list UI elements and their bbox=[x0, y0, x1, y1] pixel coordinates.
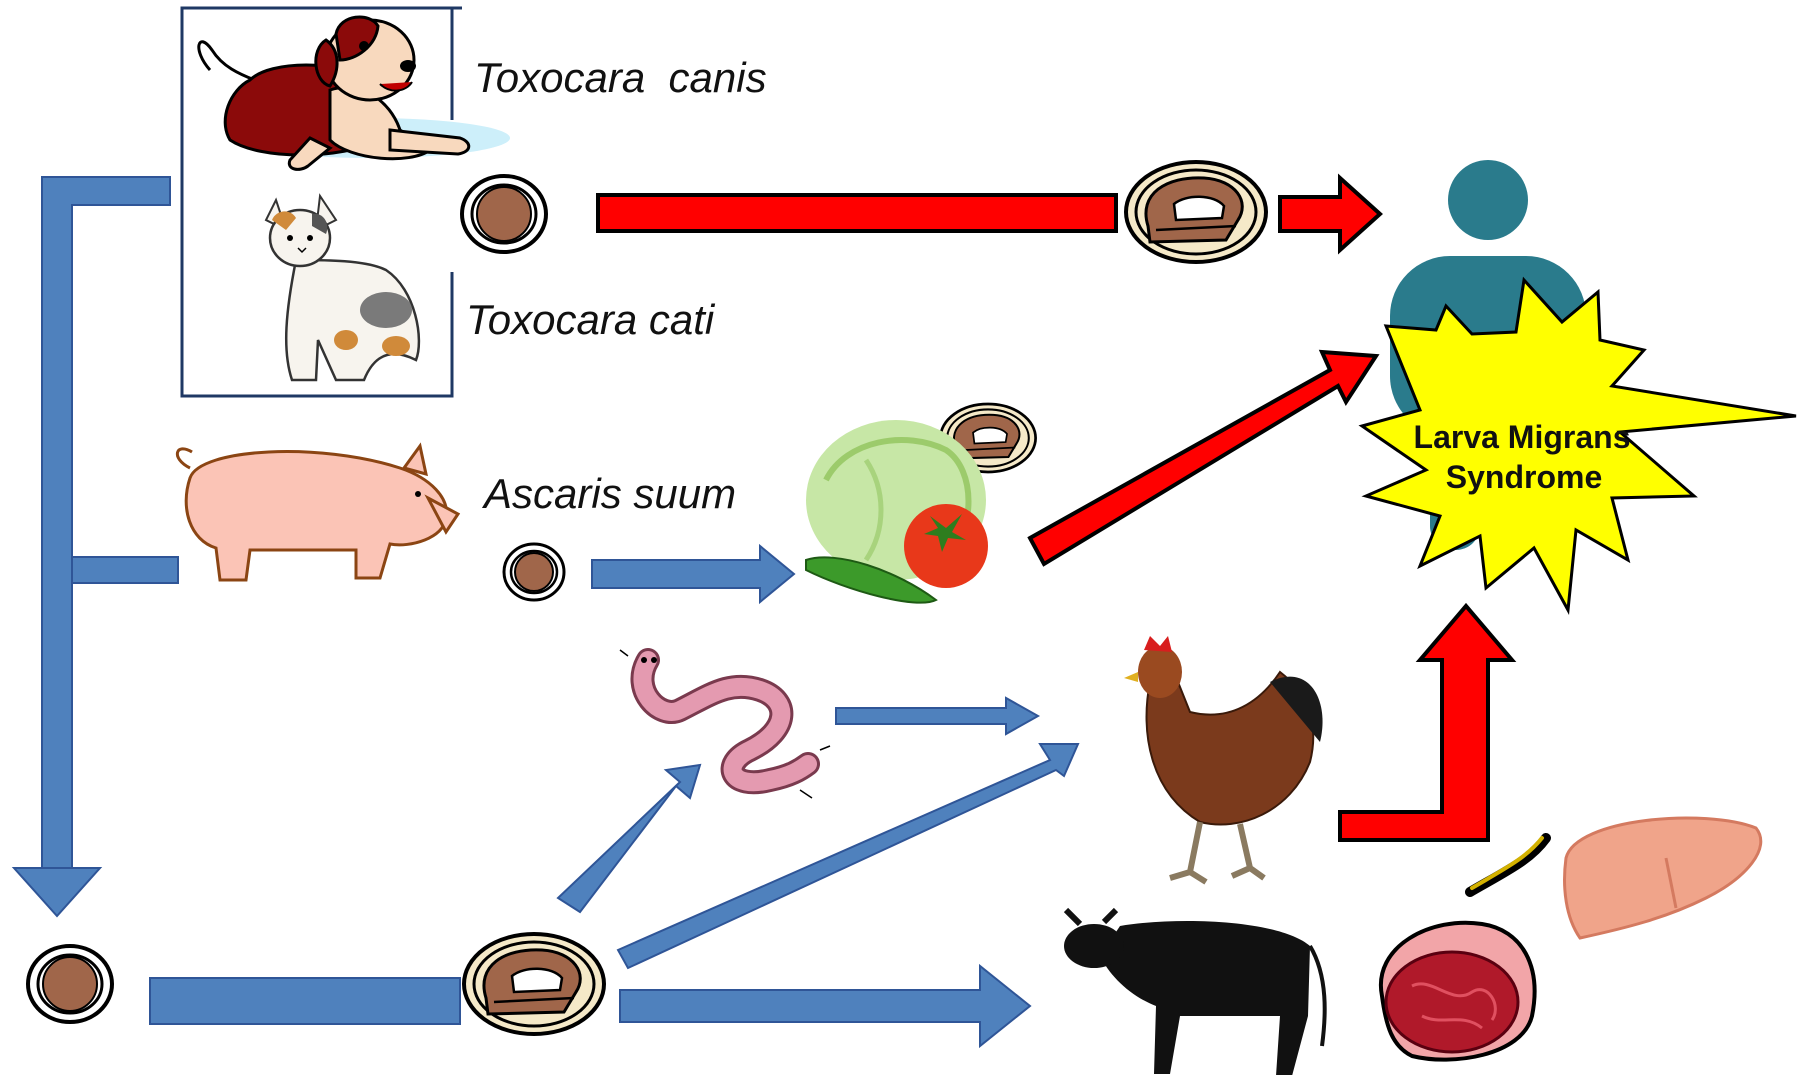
embryonated-egg-icon bbox=[1126, 162, 1266, 262]
meat-liver-connector-highlight bbox=[1472, 838, 1542, 888]
blue-arrow-worm-to-chicken bbox=[836, 698, 1038, 734]
embryonated-egg-icon bbox=[464, 934, 604, 1034]
raw-meat-icon bbox=[1381, 923, 1535, 1060]
chicken-icon bbox=[1124, 636, 1323, 882]
cattle-icon bbox=[1064, 910, 1325, 1075]
cat-icon bbox=[266, 196, 419, 380]
label-toxocara-canis: Toxocara canis bbox=[474, 54, 767, 101]
label-toxocara-cati: Toxocara cati bbox=[466, 296, 716, 343]
blue-arrow-larva-to-worm bbox=[558, 765, 700, 912]
red-arrow-meat-to-human bbox=[1340, 606, 1512, 840]
pig-icon bbox=[177, 446, 458, 580]
blue-arrow-pig-stub bbox=[72, 557, 178, 583]
earthworm-icon bbox=[620, 650, 830, 798]
label-syndrome-line1: Larva Migrans bbox=[1414, 419, 1631, 455]
vegetables-icon bbox=[806, 420, 988, 603]
blue-arrow-egg-to-larva bbox=[150, 978, 460, 1024]
blue-arrow-larva-to-cattle bbox=[620, 966, 1030, 1046]
liver-icon bbox=[1565, 818, 1761, 938]
dog-icon bbox=[199, 17, 510, 169]
egg-icon bbox=[462, 176, 546, 252]
label-ascaris-suum: Ascaris suum bbox=[481, 470, 736, 517]
blue-arrow-pig-egg-to-vegetables bbox=[592, 546, 794, 602]
label-syndrome-line2: Syndrome bbox=[1446, 459, 1602, 495]
egg-icon bbox=[504, 544, 564, 600]
red-arrow-vegetables-to-human bbox=[1030, 352, 1376, 564]
egg-icon bbox=[28, 946, 112, 1022]
blue-arrow-main-path bbox=[14, 177, 170, 916]
